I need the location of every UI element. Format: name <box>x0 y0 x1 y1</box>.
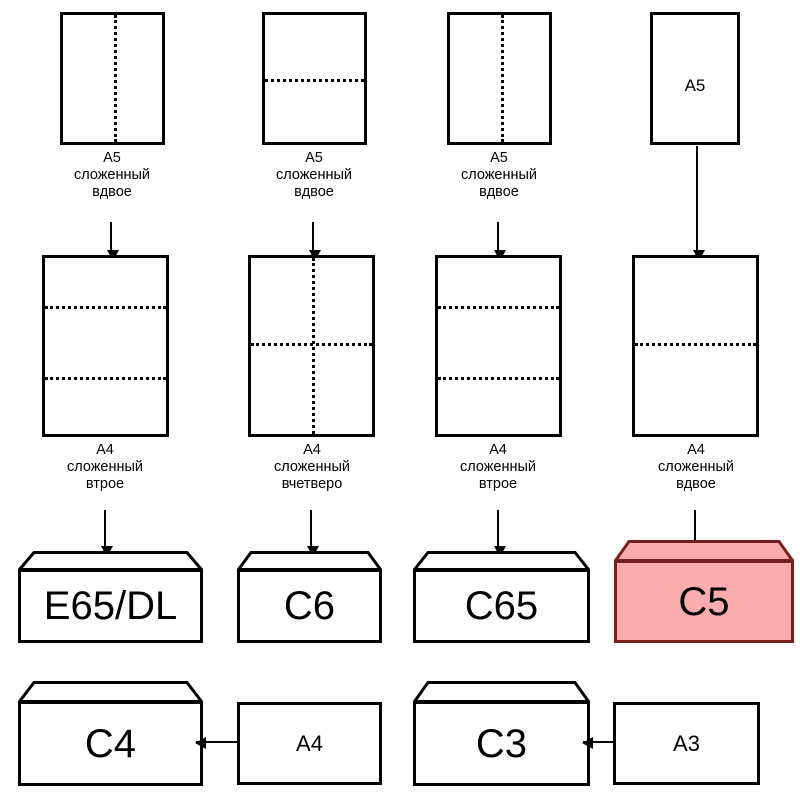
caption-a4-col3: A4 сложенный втрое <box>459 442 537 492</box>
envelope-label: E65/DL <box>43 584 178 628</box>
envelope-c65[interactable]: C65 <box>413 551 590 643</box>
sheet-a5-col2 <box>262 12 367 145</box>
fold-line-horizontal <box>251 343 372 346</box>
envelope-c4[interactable]: C4 <box>18 681 203 786</box>
envelope-c5[interactable]: C5 <box>614 540 794 643</box>
fold-line-horizontal <box>265 79 364 82</box>
fold-line-vertical <box>501 15 504 142</box>
envelope-c6[interactable]: C6 <box>237 551 382 643</box>
envelope-flap <box>413 681 590 703</box>
envelope-label: C5 <box>678 579 730 624</box>
fold-line-horizontal-lower <box>45 377 166 380</box>
sheet-a4-col4 <box>632 255 759 437</box>
envelope-flap <box>614 540 794 562</box>
sheet-a5-col3 <box>447 12 552 145</box>
arrow-a4-to-c4 <box>195 736 244 749</box>
envelope-label: C65 <box>464 584 539 628</box>
caption-a5-col3: A5 сложенный вдвое <box>460 150 538 200</box>
fold-line-horizontal-upper <box>45 306 166 309</box>
sheet-label-a4: A4 <box>296 730 323 756</box>
fold-line-vertical <box>312 258 315 434</box>
envelope-body: C6 <box>237 569 382 643</box>
arrow-a4-to-envelope-col3 <box>493 510 506 557</box>
envelope-e65-dl[interactable]: E65/DL <box>18 551 203 643</box>
envelope-label: C4 <box>84 721 137 766</box>
sheet-a4-col1 <box>42 255 169 437</box>
sheet-a5-col1 <box>60 12 165 145</box>
envelope-body: C65 <box>413 569 590 643</box>
sheet-a4-bottom: A4 <box>237 702 382 785</box>
envelope-flap <box>413 551 590 571</box>
sheet-a4-col3 <box>435 255 562 437</box>
envelope-body: C5 <box>614 560 794 643</box>
caption-a4-col1: A4 сложенный втрое <box>66 442 144 492</box>
caption-a5-col2: A5 сложенный вдвое <box>275 150 353 200</box>
sheet-a3-bottom: A3 <box>613 702 760 785</box>
fold-line-horizontal <box>635 343 756 346</box>
envelope-c3[interactable]: C3 <box>413 681 590 786</box>
envelope-label: C3 <box>475 721 528 766</box>
envelope-body: C4 <box>18 701 203 786</box>
sheet-a4-col2 <box>248 255 375 437</box>
arrow-a4-to-envelope-col1 <box>100 510 113 557</box>
caption-a5-col1: A5 сложенный вдвое <box>73 150 151 200</box>
envelope-label: C6 <box>283 584 336 628</box>
envelope-body: E65/DL <box>18 569 203 643</box>
envelope-body: C3 <box>413 701 590 786</box>
fold-line-horizontal-upper <box>438 306 559 309</box>
arrow-a5-to-a4-col4 <box>692 146 705 261</box>
envelope-flap <box>18 551 203 571</box>
sheet-label-a3: A3 <box>673 730 700 756</box>
caption-a4-col2: A4 сложенный вчетверо <box>273 442 351 492</box>
fold-line-vertical <box>114 15 117 142</box>
envelope-flap <box>18 681 203 703</box>
arrow-a3-to-c3 <box>582 736 620 749</box>
arrow-a4-to-envelope-col2 <box>306 510 319 557</box>
sheet-label-a5: A5 <box>684 76 706 95</box>
fold-line-horizontal-lower <box>438 377 559 380</box>
envelope-flap <box>237 551 382 571</box>
caption-a4-col4: A4 сложенный вдвое <box>657 442 735 492</box>
sheet-a5-col4: A5 <box>650 12 740 145</box>
